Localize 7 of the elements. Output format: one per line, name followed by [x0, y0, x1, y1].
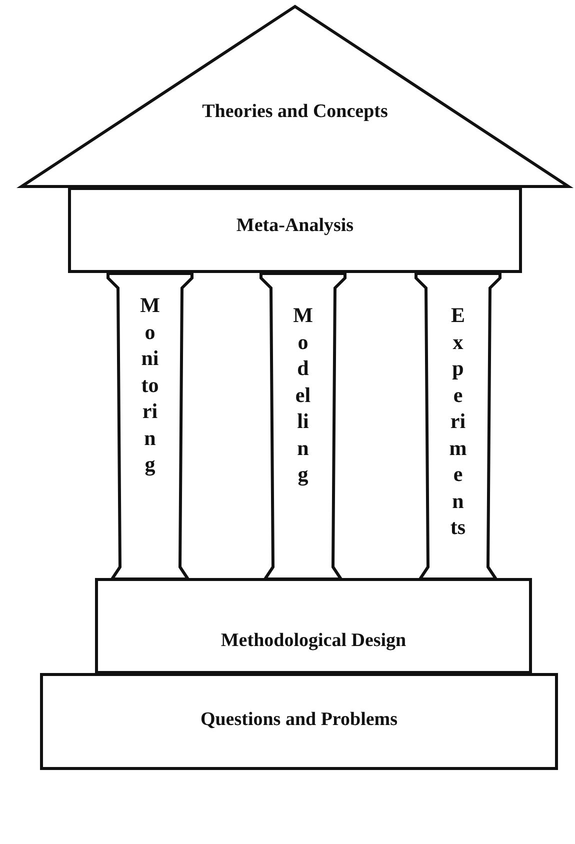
heading-text: Questions and Problems [200, 709, 398, 731]
vertical-label: Experiments [449, 302, 467, 540]
heading-text: Methodological Design [220, 630, 406, 652]
vertical-label: Modelling [293, 302, 313, 488]
vertical-label: Monitoring [140, 292, 160, 478]
heading-text: Theories and Concepts [202, 101, 388, 123]
heading-text: Meta-Analysis [236, 215, 354, 237]
